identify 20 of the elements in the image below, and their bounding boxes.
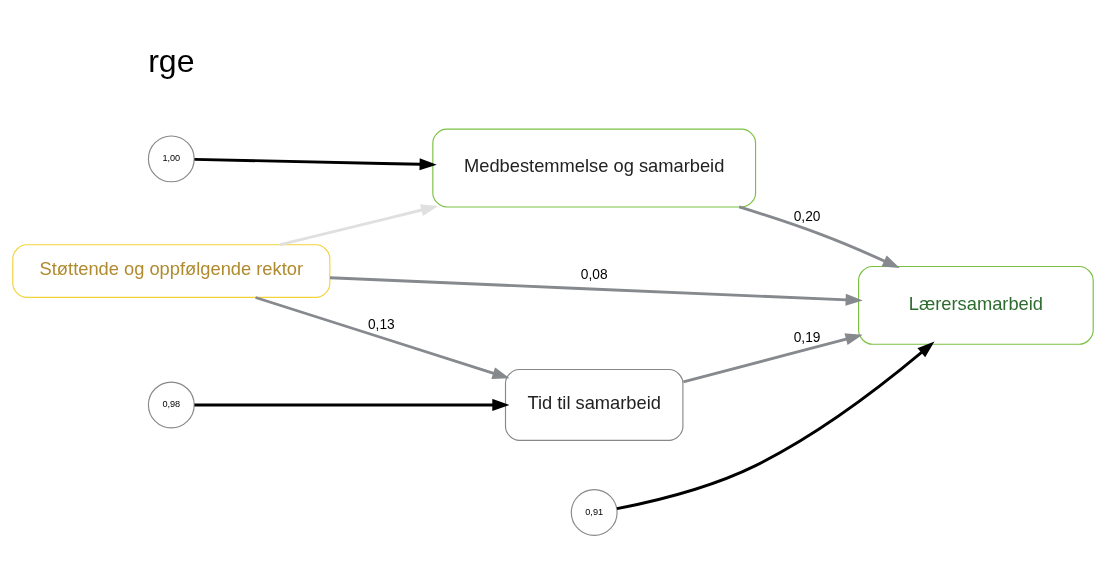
edge-label: 0,20 (793, 208, 821, 224)
node-box: Tid til samarbeid (504, 368, 684, 441)
arrow (329, 275, 863, 306)
arrow (738, 205, 900, 268)
node-circle: 0,91 (570, 488, 618, 536)
arrow (616, 341, 935, 510)
arrow (194, 157, 437, 170)
label: rge (148, 42, 195, 79)
arrow (683, 332, 863, 383)
node-box: Lærersamarbeid (858, 265, 1094, 345)
edge-label: 0,08 (580, 266, 608, 282)
arrow (255, 295, 510, 379)
node-circle: 0,98 (147, 381, 195, 428)
node-box: Medbestemmelse og samarbeid (432, 128, 757, 208)
node-circle: 1,00 (147, 134, 195, 182)
arrow (279, 203, 439, 246)
edge-label: 0,19 (793, 329, 821, 345)
edge-label: 0,13 (367, 316, 395, 332)
node-box: Støttende og oppfølgende rektor (12, 243, 331, 298)
arrow (194, 398, 510, 411)
